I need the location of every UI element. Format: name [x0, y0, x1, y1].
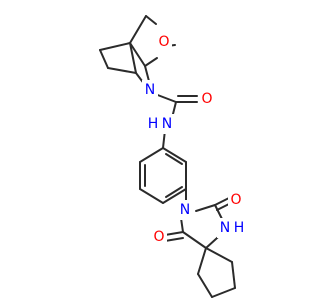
bond — [164, 231, 184, 236]
atom-text: N — [180, 202, 190, 218]
atom-text-h: H — [234, 220, 245, 236]
bond — [214, 197, 230, 206]
molecule-svg: O N O H N N O — [99, 15, 247, 298]
imide-oxygen-upper-label: O — [228, 190, 244, 210]
atom-text: N — [220, 220, 230, 236]
bond — [182, 231, 207, 249]
benzene-ring — [139, 147, 187, 204]
bond — [197, 273, 213, 298]
bridge-nitrogen-label: N — [142, 80, 158, 100]
atom-text-h: H — [148, 116, 159, 132]
bond — [211, 287, 236, 298]
molecule-structure: O N O H N N O — [99, 15, 247, 298]
atom-text: N — [162, 116, 172, 132]
bond — [165, 186, 183, 198]
bond — [162, 188, 187, 204]
bond — [195, 204, 216, 212]
amide-nh-label: H N — [146, 114, 176, 134]
imide-nitrogen-label: N — [177, 200, 193, 220]
bond — [99, 42, 131, 51]
atom-text: O — [153, 229, 164, 245]
bond — [164, 237, 184, 242]
bond — [162, 147, 187, 163]
atom-text: N — [145, 82, 155, 98]
bond — [139, 147, 164, 163]
bond — [231, 261, 236, 289]
bond — [107, 67, 137, 74]
bond — [180, 217, 184, 233]
atom-text: O — [158, 34, 169, 50]
carbonyl-oxygen-label: O — [199, 89, 215, 109]
bond — [129, 42, 146, 67]
bond — [165, 153, 183, 165]
bond — [139, 188, 164, 204]
bond — [197, 247, 207, 275]
imide-oxygen-lower-label: O — [151, 227, 167, 247]
bond — [129, 42, 137, 74]
atom-text: O — [201, 91, 212, 107]
bond — [99, 49, 109, 69]
bond — [129, 15, 147, 44]
bond — [154, 93, 177, 103]
bond — [144, 57, 158, 67]
cyclopentane-ring — [197, 247, 236, 298]
atom-labels: O N O H N N O — [142, 32, 247, 247]
ring-oxygen-label: O — [156, 32, 172, 52]
lactam-nh-label: N H — [217, 218, 247, 238]
atom-text: O — [230, 192, 241, 208]
bond — [205, 247, 233, 263]
bond — [145, 15, 157, 25]
